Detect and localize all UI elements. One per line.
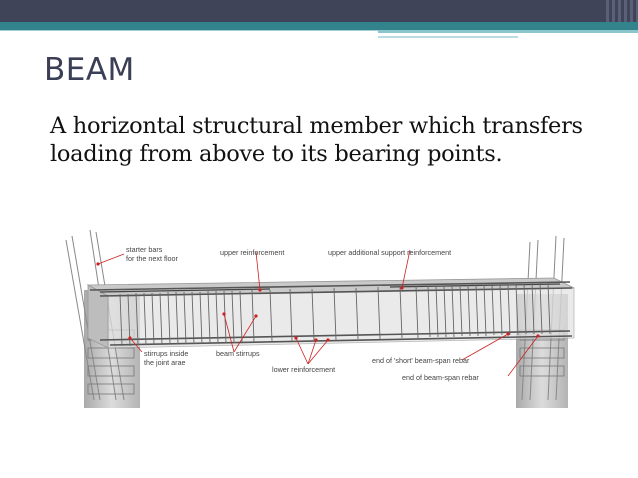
header-bar [0, 0, 638, 22]
header-stripes [606, 0, 638, 22]
slide-title: BEAM [44, 52, 135, 88]
label-beam-stirrups: beam stirrups [216, 349, 260, 358]
accent-line [0, 30, 378, 31]
label-end-of-short-beam-span-rebar: end of 'short' beam-span rebar [372, 356, 470, 365]
accent-line-right-thin [378, 36, 518, 38]
callout-lines [97, 249, 539, 377]
label-stirrups-inside: stirrups inside [144, 349, 188, 358]
label-lower-reinforcement: lower reinforcement [272, 365, 335, 374]
slide-body-text: A horizontal structural member which tra… [50, 113, 583, 167]
label-end-of-beam-span-rebar: end of beam-span rebar [402, 373, 479, 382]
accent-band [0, 22, 638, 30]
accent-line-right [378, 30, 638, 33]
label-starter-bars-line2: for the next floor [126, 254, 179, 263]
callout-dots [96, 262, 540, 342]
label-upper-additional-support-reinforcement: upper additional support reinforcement [328, 248, 451, 257]
beam-reinforcement-diagram: starter bars for the next floor upper re… [65, 230, 575, 408]
label-starter-bars: starter bars [126, 245, 163, 254]
label-stirrups-inside-line2: the joint arae [144, 358, 186, 367]
label-upper-reinforcement: upper reinforcement [220, 248, 284, 257]
beam-stirrups [119, 282, 551, 347]
